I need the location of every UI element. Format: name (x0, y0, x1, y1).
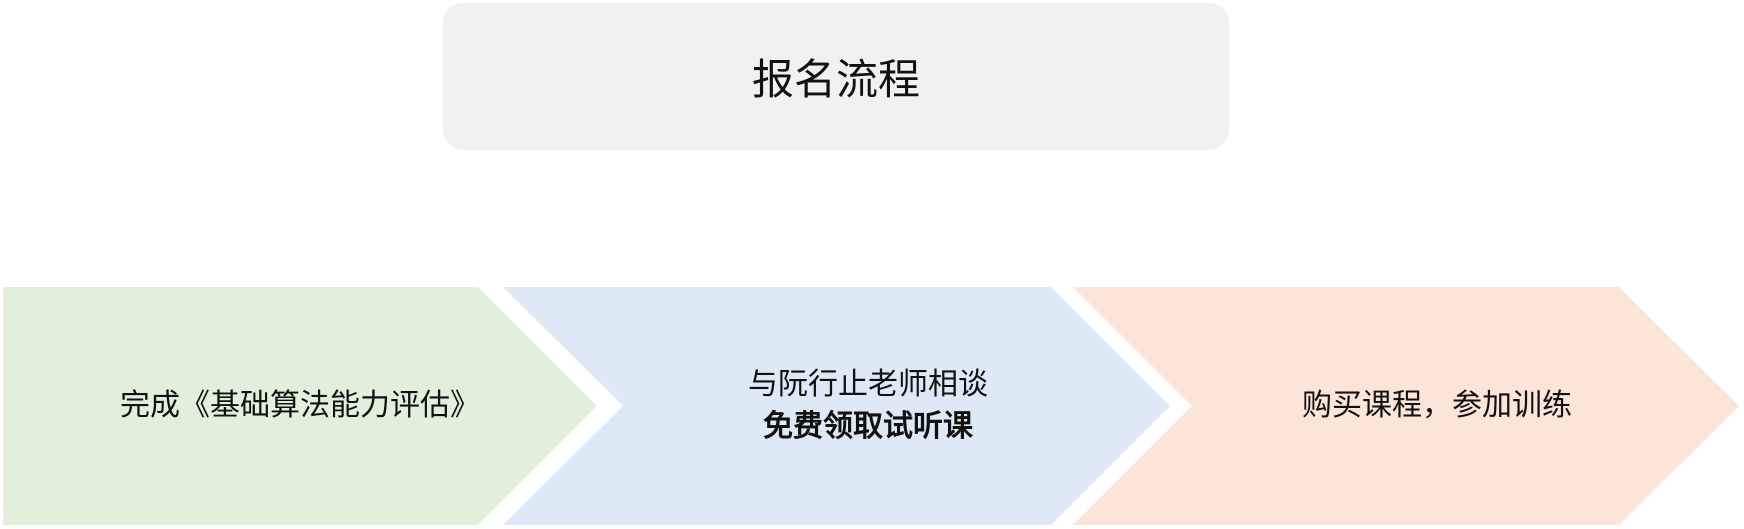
title-text: 报名流程 (751, 55, 920, 104)
step-1-text: 完成《基础算法能力评估》 (120, 388, 480, 423)
step-2-text: 与阮行止老师相谈 (748, 367, 988, 402)
step-3-arrow (1073, 287, 1739, 525)
step-1-label: 完成《基础算法能力评估》 (3, 287, 597, 525)
step-3-text: 购买课程，参加训练 (1302, 388, 1572, 423)
step-3-label: 购买课程，参加训练 (1192, 287, 1682, 525)
step-2-arrow (503, 287, 1170, 525)
step-1-arrow (3, 287, 597, 525)
step-2-subtext: 免费领取试听课 (763, 409, 973, 444)
step-2-label: 与阮行止老师相谈 免费领取试听课 (623, 287, 1113, 525)
title-box: 报名流程 (443, 3, 1229, 150)
